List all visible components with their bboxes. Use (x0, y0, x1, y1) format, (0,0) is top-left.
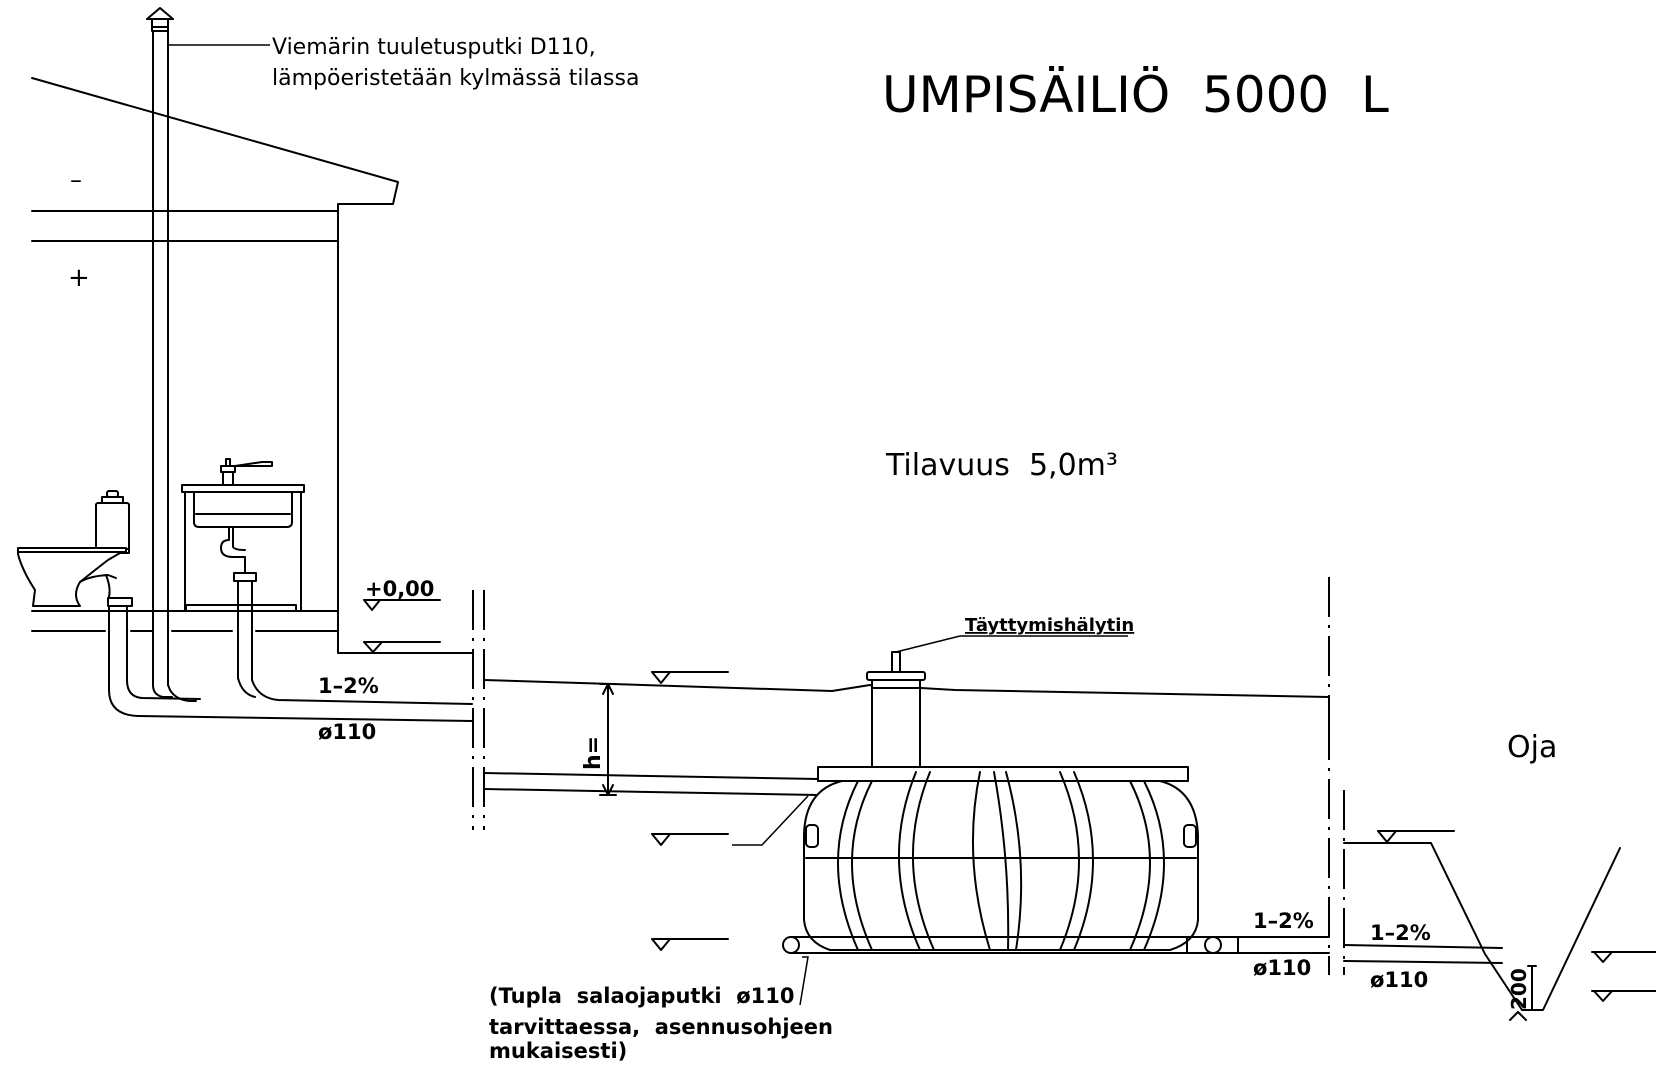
vent-label-line1: Viemärin tuuletusputki D110, (272, 35, 596, 60)
drain-note-leader (799, 956, 809, 1006)
inlet-leader (732, 795, 809, 846)
alarm-label: Täyttymishälytin (965, 615, 1134, 636)
zone-plus: + (68, 263, 90, 293)
diameter-ditch: ø110 (1370, 968, 1428, 992)
volume-label: Tilavuus 5,0m³ (885, 448, 1118, 483)
diameter-left: ø110 (318, 720, 376, 744)
ditch-depth-label: 200 (1507, 968, 1531, 1010)
ground-line (483, 679, 1330, 698)
drain-note-line1: (Tupla salaojaputki ø110 (489, 984, 795, 1008)
drain-note-line2: tarvittaessa, asennusohjeen (489, 1015, 833, 1039)
vent-cap (146, 7, 174, 20)
alarm-leader (895, 635, 961, 653)
ditch-profile (1343, 842, 1621, 1011)
slope-left: 1–2% (318, 674, 379, 698)
ditch (1343, 842, 1621, 1021)
diameter-tank: ø110 (1253, 956, 1311, 980)
drain-pipes (108, 580, 473, 722)
vent-pipe (146, 7, 270, 702)
drain-note-line3: mukaisesti) (489, 1039, 627, 1063)
ditch-label: Oja (1507, 730, 1557, 765)
height-dimension (599, 683, 617, 796)
ditch-pipe-bottom (1343, 960, 1503, 964)
level-zero-label: +0,00 (365, 577, 434, 601)
septic-tank (782, 635, 1330, 954)
foundation-edge (337, 617, 473, 654)
height-label: h= (581, 736, 606, 770)
sink-cabinet (181, 458, 305, 612)
toilet-icon (17, 490, 133, 607)
slope-ditch: 1–2% (1370, 921, 1431, 945)
page-title: UMPISÄILIÖ 5000 L (882, 66, 1389, 124)
inlet-pipe-bottom (483, 788, 819, 796)
zone-minus: – (70, 166, 82, 194)
ditch-pipe-top (1343, 944, 1503, 949)
house (31, 77, 473, 654)
vent-label-line2: lämpöeristetään kylmässä tilassa (272, 66, 639, 91)
roof-and-wall (31, 77, 399, 619)
ground-and-inlet (483, 679, 1330, 796)
inlet-pipe-top (483, 772, 819, 780)
slope-tank: 1–2% (1253, 909, 1314, 933)
